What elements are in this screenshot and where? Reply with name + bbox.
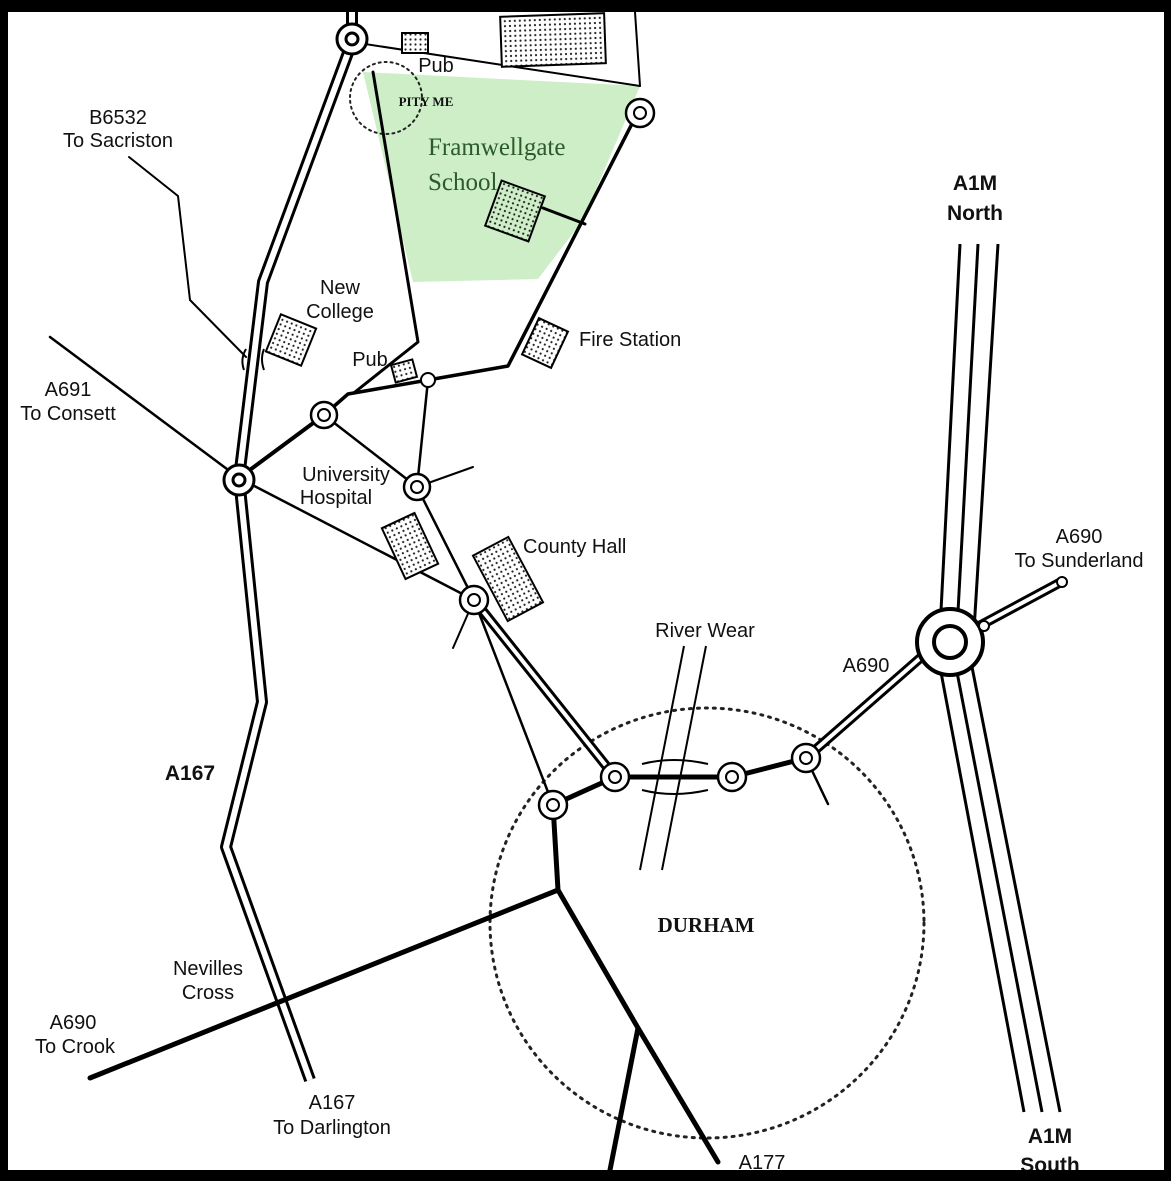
label-a690-crook-dest: To Crook: [35, 1036, 116, 1058]
label-hospital-2: Hospital: [300, 487, 372, 509]
label-a1m-south-2: South: [1020, 1154, 1079, 1170]
label-a690-mid: A690: [843, 655, 890, 677]
label-a167-dest: To Darlington: [273, 1117, 391, 1139]
label-a690-sund-code: A690: [1056, 526, 1103, 548]
label-a691-code: A691: [45, 379, 92, 401]
roundabout-hospital: [402, 472, 432, 502]
label-a1m-north-1: A1M: [953, 172, 997, 195]
durham-boundary: [488, 706, 926, 1140]
label-school-1: Framwellgate: [428, 134, 565, 161]
junction-sunderland-b: [1056, 576, 1068, 588]
a1m-motorway: [938, 243, 1062, 1113]
roundabout-durham-4: [790, 742, 822, 774]
river-wear: [639, 645, 707, 871]
roundabout-pity-me: [335, 22, 369, 56]
label-school-2: School: [428, 169, 498, 196]
map-canvas: B6532 To Sacriston A691 To Consett A167 …: [8, 12, 1164, 1170]
roundabout-county-hall: [458, 584, 490, 616]
roundabout-new-college: [309, 400, 339, 430]
roundabout-durham-1: [537, 789, 569, 821]
label-new-college-1: New: [320, 277, 361, 299]
bridge-marks: [241, 348, 709, 795]
label-nevilles: Nevilles: [173, 958, 243, 980]
label-hospital-1: University: [302, 464, 390, 486]
label-river-wear: River Wear: [655, 620, 755, 642]
label-new-college-2: College: [306, 301, 374, 323]
label-cross: Cross: [182, 982, 234, 1004]
label-county-hall: County Hall: [523, 536, 626, 558]
roundabout-durham-3: [716, 761, 748, 793]
junction-pub: [420, 372, 436, 388]
label-a690-sund-dest: To Sunderland: [1015, 550, 1144, 572]
label-fire-station: Fire Station: [579, 329, 681, 351]
label-b6532-dest: To Sacriston: [63, 130, 173, 152]
label-a690-crook-code: A690: [50, 1012, 97, 1034]
label-pub-mid: Pub: [352, 349, 388, 371]
a167-road: [220, 12, 358, 1083]
label-a177: A177: [739, 1152, 786, 1170]
roundabout-durham-2: [599, 761, 631, 793]
label-a691-dest: To Consett: [20, 403, 116, 425]
hospital-link-road: [470, 596, 619, 781]
roundabouts: [222, 22, 1068, 821]
label-a1m-north-2: North: [947, 202, 1003, 225]
label-pity-me: PITY ME: [399, 94, 454, 109]
label-b6532-code: B6532: [89, 107, 147, 129]
label-a167-mid: A167: [165, 762, 215, 785]
junction-sunderland-a: [978, 620, 990, 632]
label-a1m-south-1: A1M: [1028, 1125, 1072, 1148]
label-durham: DURHAM: [658, 913, 755, 937]
roundabout-a1m: [915, 607, 985, 677]
buildings: [264, 12, 607, 623]
roundabout-a691: [222, 463, 256, 497]
label-pub-top: Pub: [418, 55, 454, 77]
labels: B6532 To Sacriston A691 To Consett A167 …: [20, 55, 1143, 1170]
roundabout-school: [624, 97, 656, 129]
label-a167-code: A167: [309, 1092, 356, 1114]
pity-me-boundary: [349, 61, 423, 135]
school-zone: [363, 72, 640, 282]
